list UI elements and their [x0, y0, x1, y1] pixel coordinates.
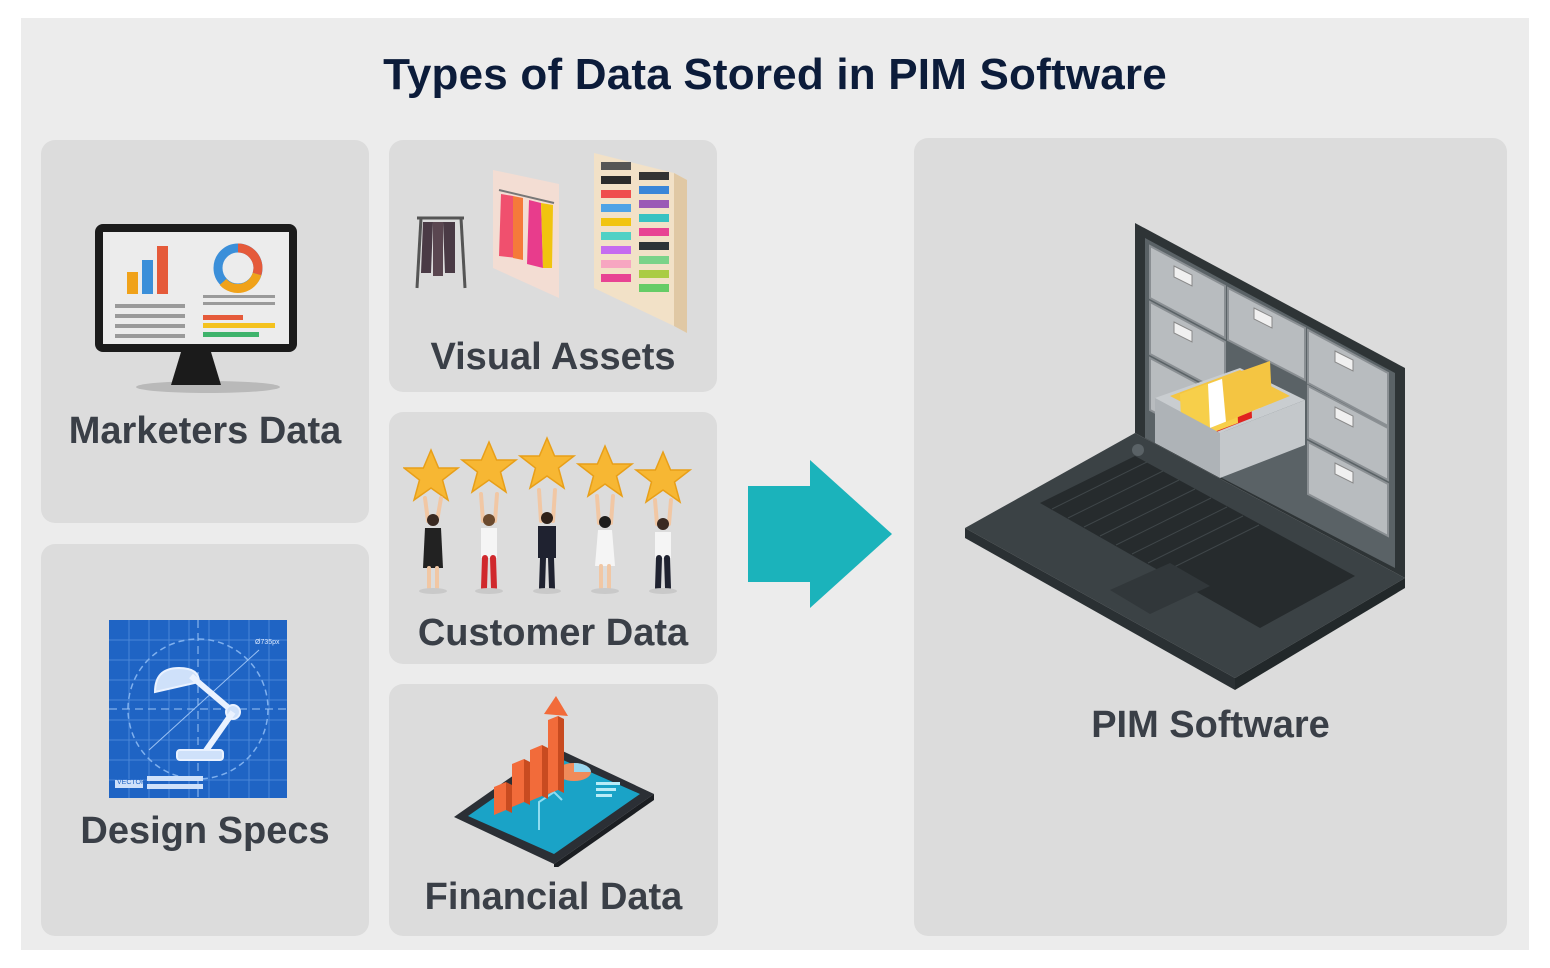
card-label: Design Specs: [80, 810, 330, 852]
card-visual-assets: Visual Assets: [389, 140, 717, 392]
blueprint-tag: VECTOR: [117, 779, 146, 786]
diagram-title: Types of Data Stored in PIM Software: [383, 50, 1167, 99]
blueprint-lamp-icon: VECTOR Ø735px: [109, 620, 287, 798]
monitor-dashboard-icon: [95, 224, 297, 393]
card-customer-data: Customer Data: [389, 412, 717, 664]
laptop-file-cabinet-icon: [965, 223, 1405, 690]
card-financial-data: Financial Data: [389, 684, 718, 936]
arrow-right-icon: [748, 460, 892, 608]
card-label: Marketers Data: [68, 410, 342, 452]
tablet-chart-icon: [454, 696, 654, 867]
card-marketers-data: Marketers Data: [41, 140, 369, 523]
rating-stars-people-icon: [403, 437, 691, 594]
card-label: Visual Assets: [430, 336, 676, 378]
card-label: Financial Data: [424, 876, 683, 918]
card-design-specs: VECTOR Ø735px Design Specs: [41, 544, 369, 936]
clothing-rack-icon: [415, 153, 687, 333]
blueprint-dimension: Ø735px: [255, 639, 280, 646]
card-label: PIM Software: [1091, 704, 1330, 746]
card-label: Customer Data: [417, 612, 689, 654]
card-pim-software: PIM Software: [914, 138, 1507, 936]
